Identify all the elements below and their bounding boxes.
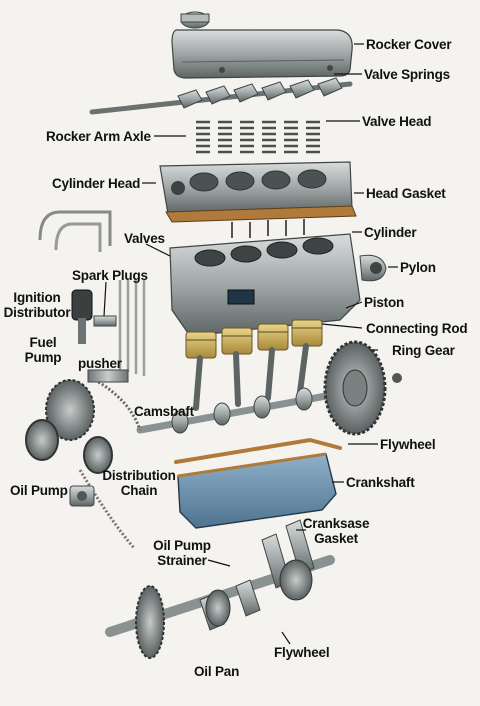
label-oil-pump-strainer-line1: Oil Pump: [153, 538, 211, 553]
label-ignition-distributor-line1: Ignition: [13, 290, 61, 305]
valves: [231, 219, 305, 238]
label-head-gasket: Head Gasket: [366, 186, 446, 201]
label-crankshaft: Crankshaft: [346, 475, 415, 490]
label-rocker-arm-axle: Rocker Arm Axle: [46, 129, 151, 144]
label-distribution-chain-line1: Distribution: [102, 468, 176, 483]
label-flywheel-lower: Flywheel: [274, 645, 330, 660]
label-fuel-pump-line1: Fuel: [29, 335, 57, 350]
label-cylinder-head: Cylinder Head: [52, 176, 141, 191]
label-oil-pump-strainer-line2: Strainer: [157, 553, 207, 568]
label-camsbaft: Camsbaft: [134, 404, 194, 419]
crankshaft: [105, 519, 335, 659]
cylinder-block: [169, 233, 387, 337]
label-oil-pan: Oil Pan: [194, 664, 240, 679]
label-ignition-distributor: Ignition Distributor: [2, 290, 72, 320]
label-valve-springs: Valve Springs: [364, 67, 450, 82]
oil-pan: [177, 452, 337, 529]
timing-gears: [25, 378, 142, 549]
connecting-rods: [193, 343, 309, 411]
label-fuel-pump-line2: Pump: [24, 350, 62, 365]
label-cranksase-gasket-line2: Gasket: [314, 531, 358, 546]
label-valve-head: Valve Head: [362, 114, 432, 129]
cylinder-head: [159, 161, 357, 223]
label-rocker-cover: Rocker Cover: [366, 37, 452, 52]
label-piston: Piston: [364, 295, 405, 310]
rocker-arm-axle: [89, 77, 353, 115]
label-cylinder: Cylinder: [364, 225, 417, 240]
label-oil-pump-strainer: Oil Pump Strainer: [144, 538, 220, 568]
ignition-distributor: [71, 289, 93, 344]
gasket-strip: [174, 437, 342, 464]
label-cranksase-gasket: Cranksase Gasket: [300, 516, 372, 546]
label-valves: Valves: [124, 231, 165, 246]
label-pusher: pusher: [78, 356, 122, 371]
pistons: [185, 319, 323, 359]
rocker-cover: [171, 11, 353, 79]
label-distribution-chain: Distribution Chain: [94, 468, 184, 498]
oil-pump: [69, 485, 95, 507]
leader-lines: [103, 43, 398, 645]
label-connecting-rod: Connecting Rod: [366, 321, 468, 336]
label-fuel-pump: Fuel Pump: [20, 335, 66, 365]
label-spark-plugs: Spark Plugs: [72, 268, 148, 283]
valve-springs: [196, 120, 320, 154]
label-distribution-chain-line2: Chain: [120, 483, 158, 498]
label-cranksase-gasket-line1: Cranksase: [302, 516, 370, 531]
spark-plugs: [38, 210, 146, 376]
label-flywheel-upper: Flywheel: [380, 437, 436, 452]
ring-gear: [323, 340, 402, 436]
label-pylon: Pylon: [400, 260, 436, 275]
label-ring-gear: Ring Gear: [392, 343, 455, 358]
label-oil-pump: Oil Pump: [10, 483, 68, 498]
fuel-pump: [87, 369, 129, 383]
label-ignition-distributor-line2: Distributor: [3, 305, 71, 320]
